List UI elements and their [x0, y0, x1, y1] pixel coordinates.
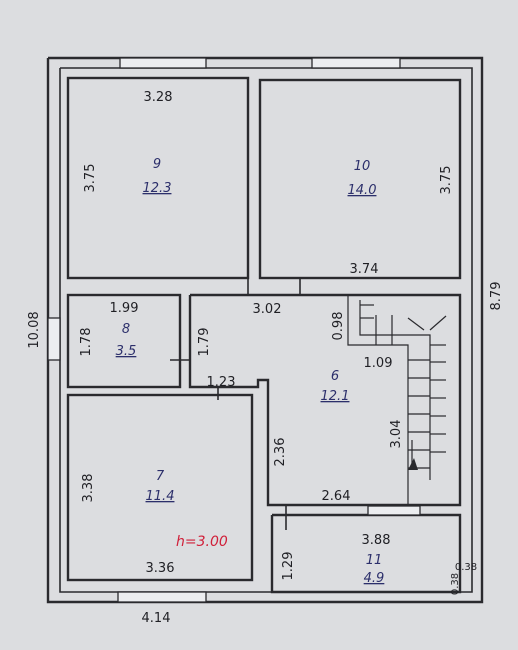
- window-top-left: [119, 57, 207, 69]
- dim-wall-thickness-horizontal: 0.38: [455, 562, 477, 573]
- room-8-name: 8: [122, 322, 130, 337]
- room-11-name: 11: [366, 553, 383, 568]
- doors: [170, 266, 301, 530]
- room-7-walls: [66, 393, 254, 582]
- room-7-name: 7: [156, 469, 165, 484]
- dim-room-6-height: 2.36: [273, 438, 288, 467]
- room-10-walls: [258, 78, 462, 280]
- dim-room-10-width: 3.74: [350, 262, 379, 277]
- dim-stair-width: 1.09: [364, 356, 393, 371]
- dim-hall-width: 3.02: [253, 302, 282, 317]
- dim-stair-run: 3.04: [389, 420, 404, 449]
- room-9-area: 12.3: [143, 181, 172, 196]
- dim-wall-thickness-vertical: 0.38: [450, 573, 461, 595]
- window-left: [47, 317, 61, 361]
- staircase: [347, 295, 447, 505]
- room-9-name: 9: [153, 157, 161, 172]
- room-6-walls: [188, 293, 462, 507]
- room-walls: [66, 76, 462, 594]
- window-room-11: [367, 505, 421, 516]
- dim-total-height-right: 8.79: [489, 282, 504, 311]
- dim-hall-height: 1.79: [197, 328, 212, 357]
- dim-room-9-height: 3.75: [83, 164, 98, 193]
- room-8-walls: [66, 293, 182, 389]
- dim-room-7-height: 3.38: [81, 474, 96, 503]
- dim-room-11-width: 3.88: [362, 533, 391, 548]
- dim-room-8-height: 1.78: [79, 328, 94, 357]
- room-6-area: 12.1: [321, 389, 350, 404]
- dim-room-10-height: 3.75: [439, 166, 454, 195]
- dim-room-7-width: 3.36: [146, 561, 175, 576]
- ceiling-height-label: h=3.00: [176, 534, 228, 550]
- window-bottom: [117, 591, 207, 603]
- room-10-area: 14.0: [348, 183, 377, 198]
- room-6-name: 6: [331, 369, 339, 384]
- room-8-area: 3.5: [116, 344, 137, 359]
- dim-room-9-width: 3.28: [144, 90, 173, 105]
- dim-stair-landing: 0.98: [331, 312, 346, 341]
- stair-arrow-icon: [408, 458, 418, 470]
- room-11-area: 4.9: [364, 571, 385, 586]
- dim-room-6-bottom: 2.64: [322, 489, 351, 504]
- dim-bottom-total: 4.14: [142, 611, 171, 626]
- dim-passage-width: 1.23: [207, 375, 236, 390]
- room-7-area: 11.4: [146, 489, 175, 504]
- dim-room-11-height: 1.29: [281, 552, 296, 581]
- windows: [47, 57, 421, 603]
- room-10-name: 10: [354, 159, 371, 174]
- dim-total-height-left: 10.08: [27, 311, 42, 348]
- dim-room-8-width: 1.99: [110, 301, 139, 316]
- room-9-walls: [66, 76, 250, 280]
- window-top-right: [311, 57, 401, 69]
